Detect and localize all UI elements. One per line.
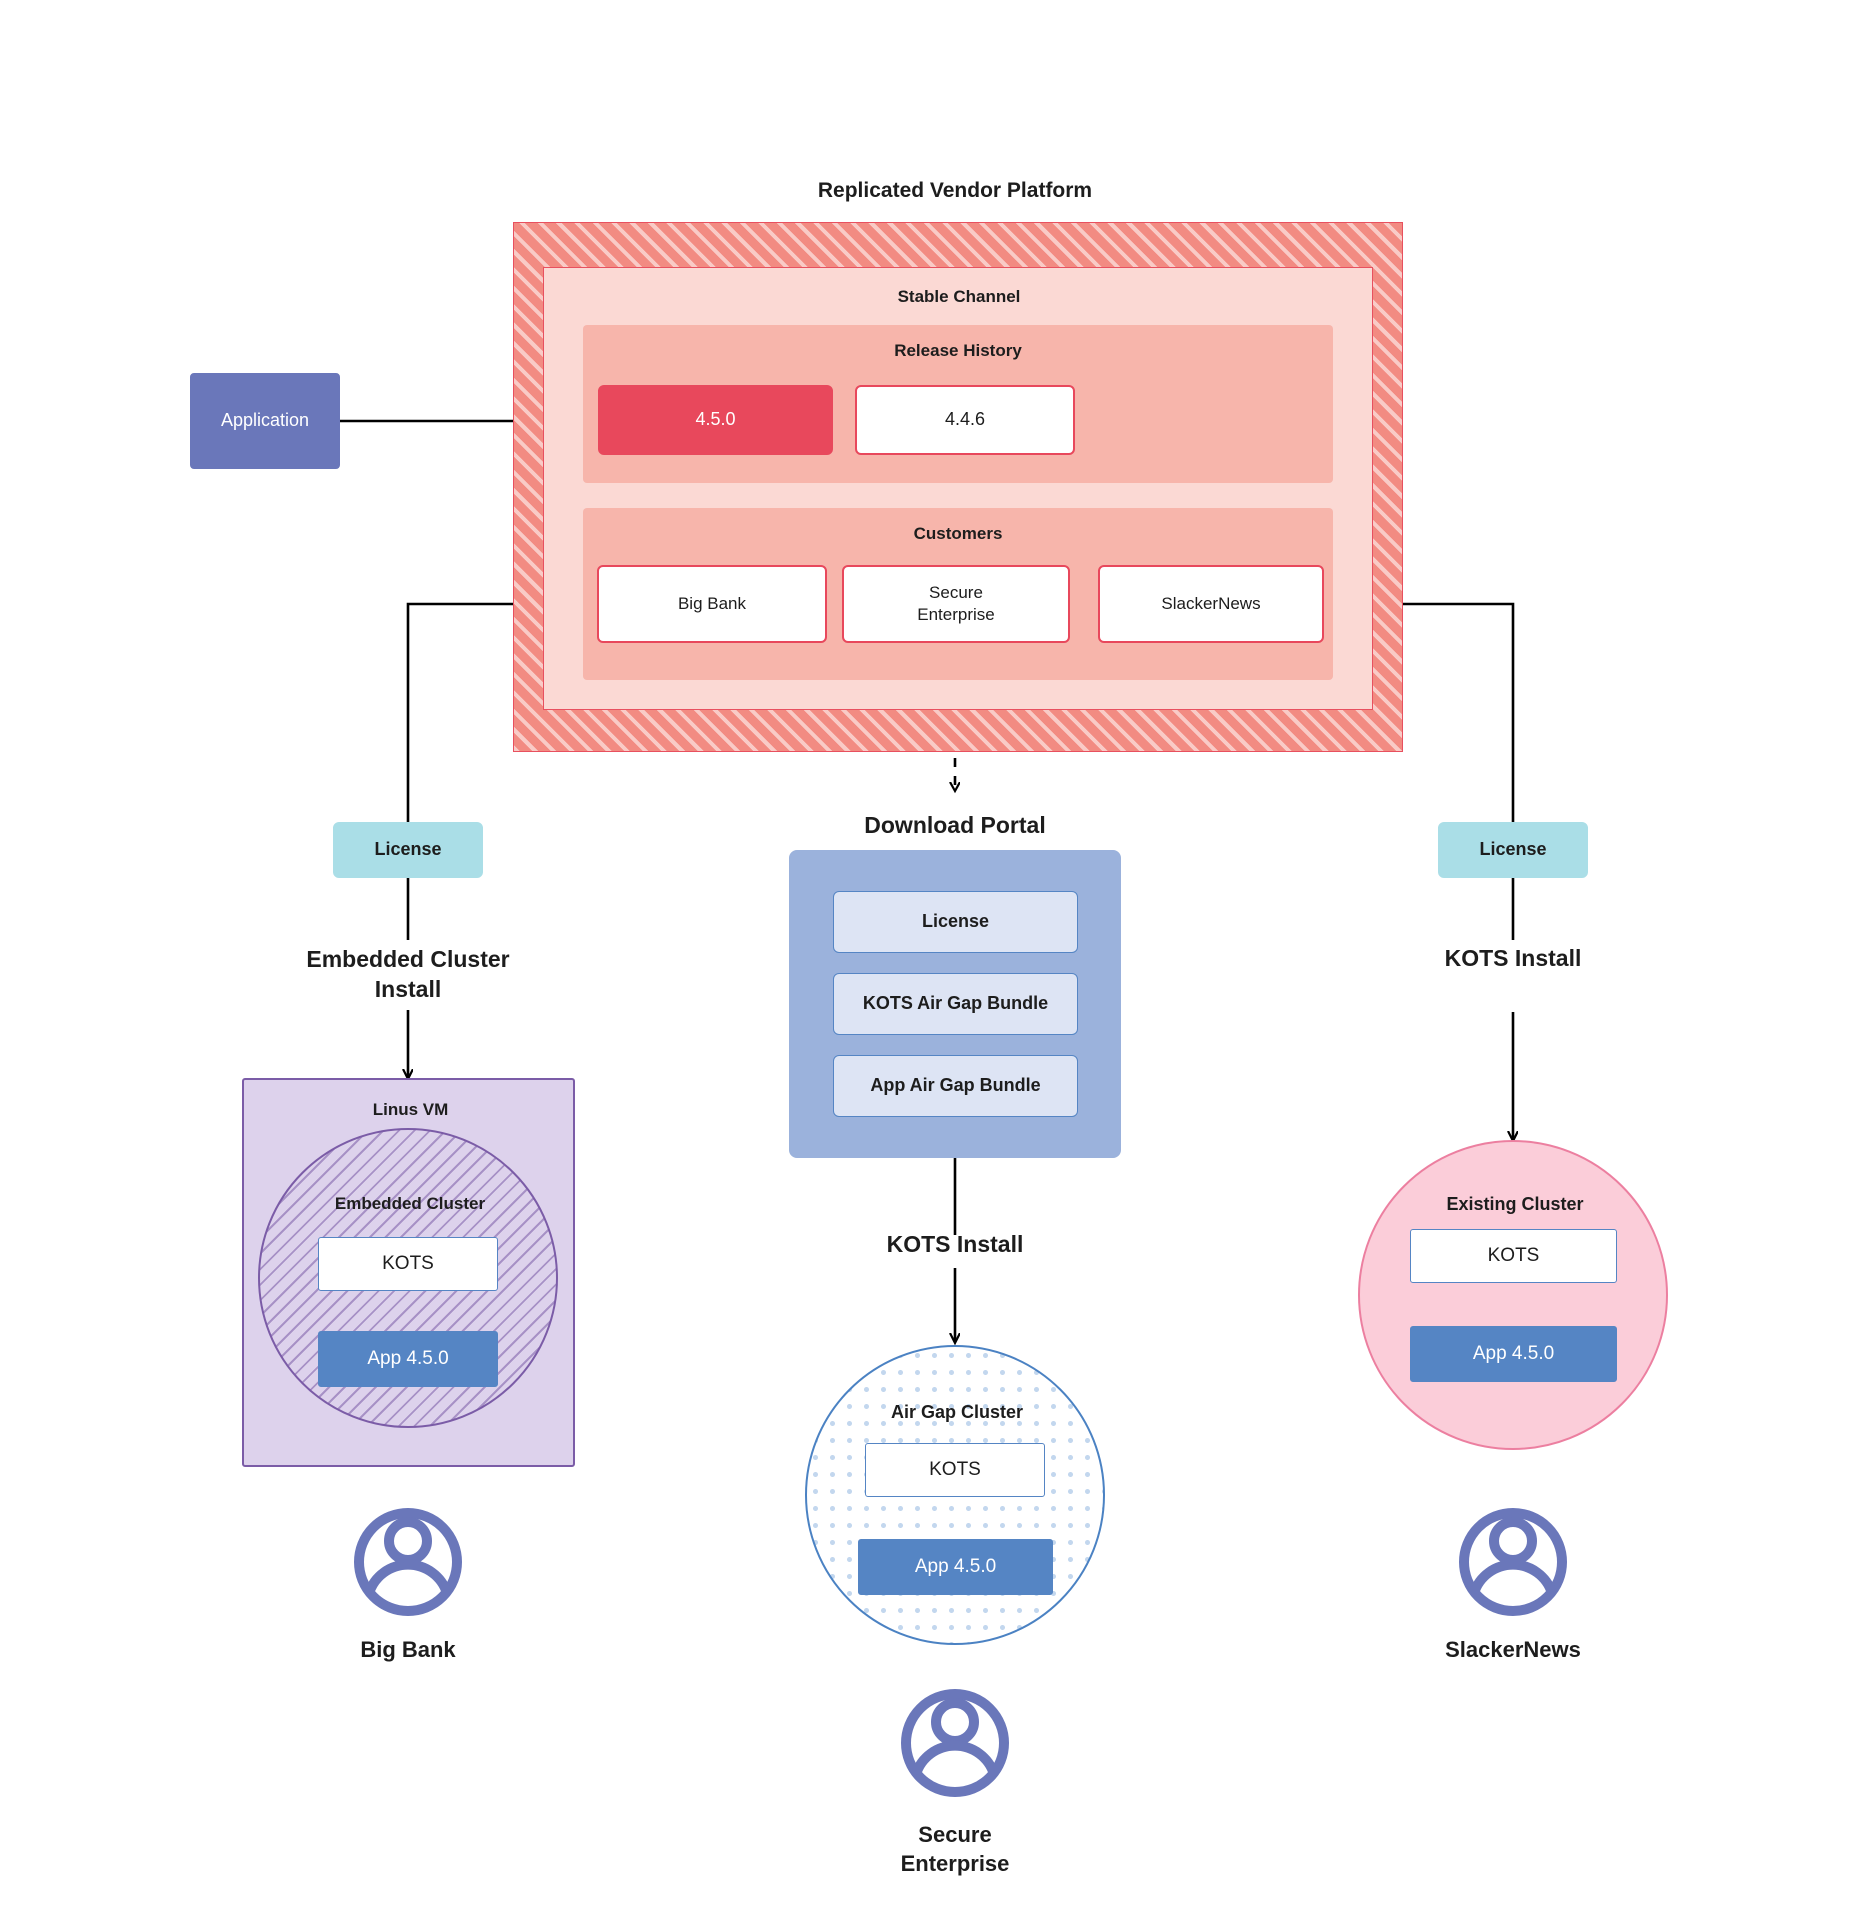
- edge-label-embedded-install: Embedded Cluster Install: [306, 946, 510, 1002]
- app-box-center[interactable]: App 4.5.0: [858, 1539, 1053, 1595]
- persona-label-secure-enterprise: Secure Enterprise: [900, 1822, 1010, 1876]
- license-chip-left[interactable]: License: [333, 822, 483, 878]
- portal-item-app-air-gap-bundle[interactable]: App Air Gap Bundle: [833, 1055, 1078, 1117]
- release-item-current[interactable]: 4.5.0: [598, 385, 833, 455]
- app-box-right[interactable]: App 4.5.0: [1410, 1326, 1617, 1382]
- license-chip-right[interactable]: License: [1438, 822, 1588, 878]
- kots-box-left[interactable]: KOTS: [318, 1237, 498, 1291]
- kots-box-right[interactable]: KOTS: [1410, 1229, 1617, 1283]
- existing-cluster-title: Existing Cluster: [1446, 1194, 1584, 1215]
- persona-label-big-bank: Big Bank: [360, 1636, 456, 1662]
- avatar-big-bank: [354, 1508, 462, 1616]
- download-portal-title: Download Portal: [864, 812, 1046, 839]
- air-gap-cluster-title: Air Gap Cluster: [890, 1402, 1024, 1423]
- customers-title: Customers: [913, 523, 1003, 543]
- customer-item-big-bank[interactable]: Big Bank: [597, 565, 827, 643]
- portal-item-license[interactable]: License: [833, 891, 1078, 953]
- app-box-left[interactable]: App 4.5.0: [318, 1331, 498, 1387]
- edge-label-kots-install-center: KOTS Install: [886, 1231, 1024, 1258]
- avatar-slackernews: [1459, 1508, 1567, 1616]
- avatar-secure-enterprise: [901, 1689, 1009, 1797]
- customer-item-slackernews[interactable]: SlackerNews: [1098, 565, 1324, 643]
- edge-label-kots-install-right: KOTS Install: [1444, 945, 1582, 972]
- existing-cluster-circle: Existing Cluster: [1358, 1140, 1668, 1450]
- linus-vm-title: Linus VM: [372, 1099, 449, 1119]
- kots-box-center[interactable]: KOTS: [865, 1443, 1045, 1497]
- stable-channel-title: Stable Channel: [897, 286, 1021, 306]
- release-history-title: Release History: [894, 340, 1022, 360]
- persona-label-slackernews: SlackerNews: [1445, 1636, 1581, 1662]
- customer-item-secure-enterprise[interactable]: Secure Enterprise: [842, 565, 1070, 643]
- release-item-previous[interactable]: 4.4.6: [855, 385, 1075, 455]
- page-title: Replicated Vendor Platform: [817, 179, 1093, 203]
- portal-item-kots-air-gap-bundle[interactable]: KOTS Air Gap Bundle: [833, 973, 1078, 1035]
- application-node[interactable]: Application: [190, 373, 340, 469]
- embedded-cluster-title: Embedded Cluster: [334, 1193, 486, 1213]
